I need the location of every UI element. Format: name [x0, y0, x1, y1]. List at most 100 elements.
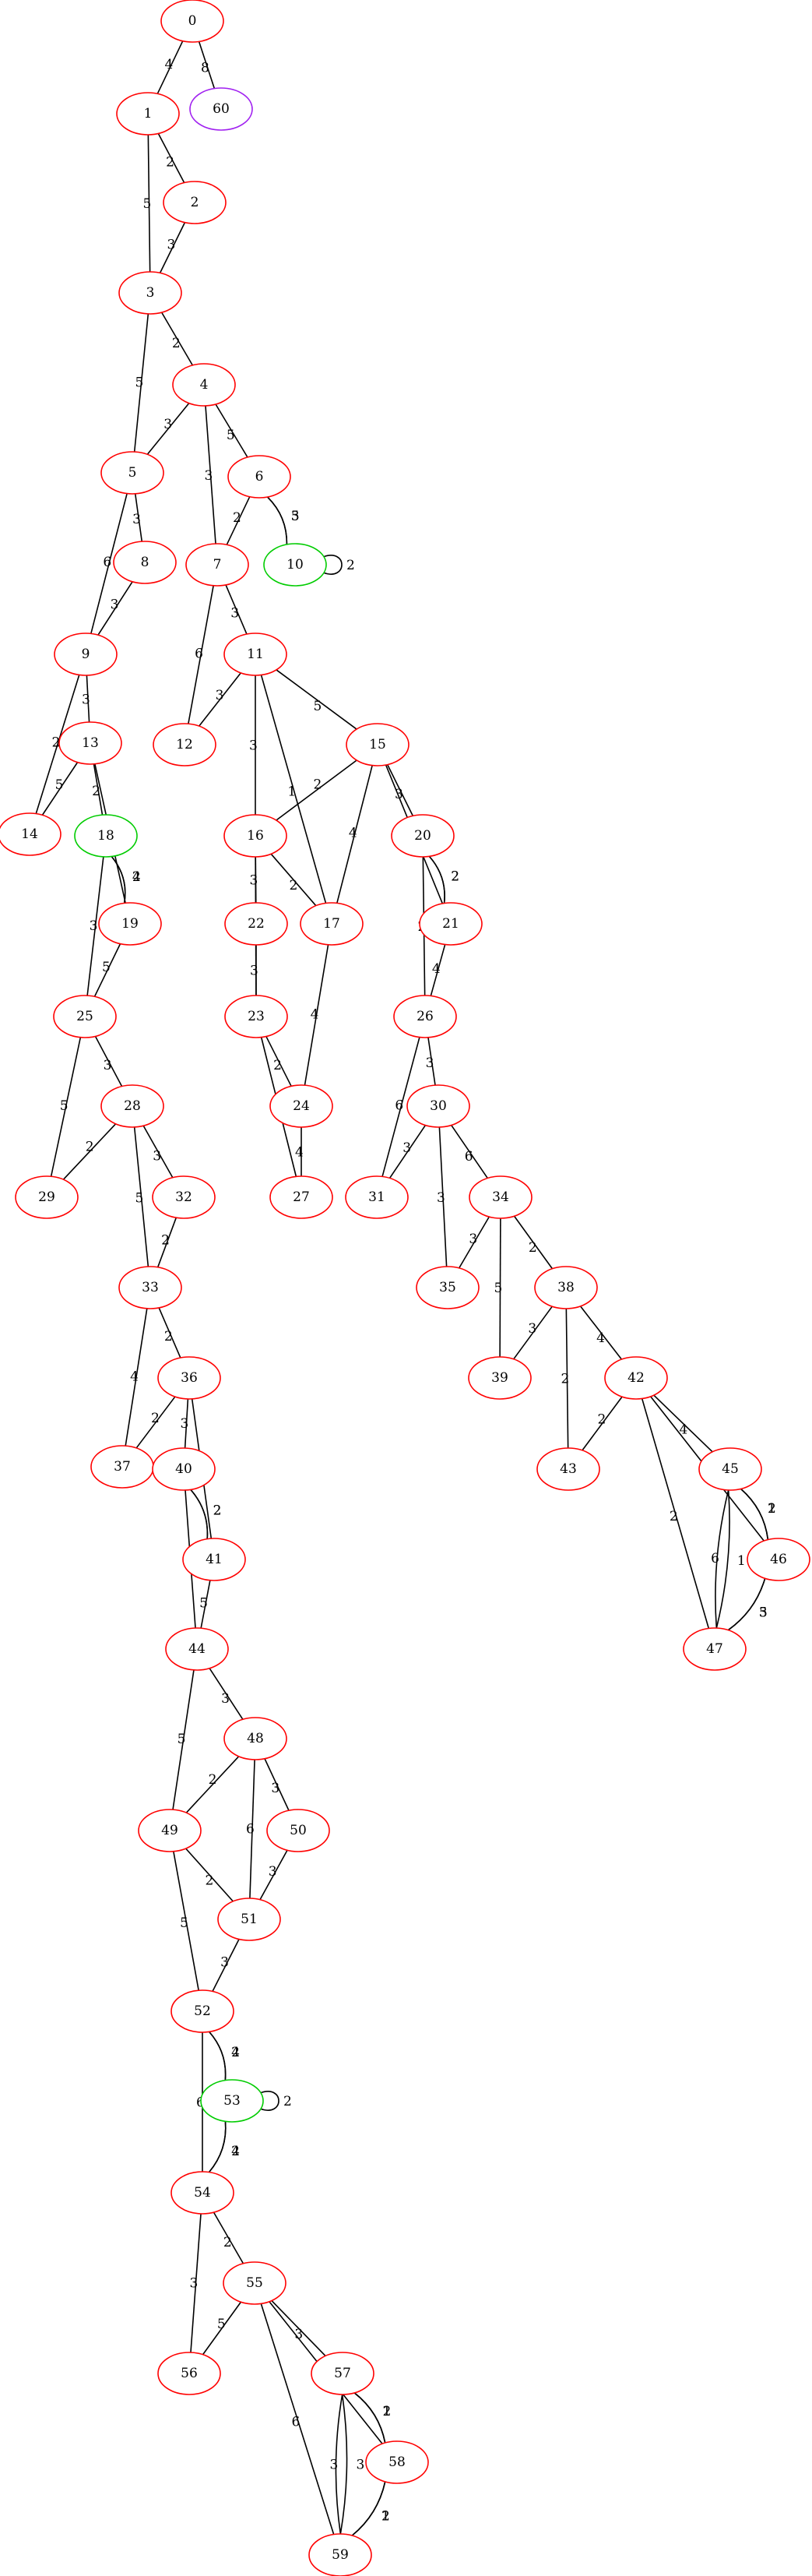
edge-weight-label: 2	[273, 1058, 282, 1073]
edge-weight-label: 3	[291, 509, 300, 524]
edge-line	[351, 2481, 386, 2536]
edge-38-43: 2	[561, 1308, 569, 1449]
node-ellipse	[391, 814, 455, 858]
edge-48-50: 3	[264, 1758, 290, 1811]
edge-weight-label: 2	[768, 1501, 776, 1517]
edge-line	[198, 41, 216, 89]
node-ellipse	[747, 1538, 810, 1581]
edge-33-36: 2	[158, 1307, 181, 1358]
edge-59-58: 1	[351, 2481, 390, 2536]
node-6: 6	[227, 455, 291, 499]
node-label: 7	[213, 557, 222, 573]
edge-0-60: 8	[198, 41, 216, 89]
edge-line	[336, 765, 373, 904]
edge-weight-label: 3	[111, 597, 119, 613]
node-24: 24	[269, 1084, 333, 1128]
node-label: 42	[627, 1370, 645, 1386]
node-ellipse	[534, 1266, 598, 1309]
edge-25-29: 5	[50, 1037, 82, 1177]
edge-line	[276, 669, 357, 730]
edge-line	[579, 1306, 623, 1360]
edge-26-31: 6	[381, 1037, 420, 1177]
node-ellipse	[189, 87, 253, 131]
edge-weight-label: 2	[172, 336, 181, 351]
edge-line	[339, 2394, 348, 2535]
edge-32-33: 2	[156, 1217, 178, 1268]
node-label: 34	[492, 1189, 509, 1205]
edge-line	[641, 1398, 710, 1629]
edge-10-6: 3	[267, 496, 300, 544]
edge-weight-label: 3	[402, 1140, 411, 1156]
edge-4-6: 5	[215, 403, 248, 458]
edge-line	[264, 1758, 290, 1811]
edge-line	[86, 856, 104, 996]
edge-weight-label: 4	[295, 1145, 304, 1161]
edge-weight-label: 2	[92, 784, 100, 799]
edge-line	[200, 1580, 211, 1629]
edge-0-1: 4	[156, 41, 184, 94]
node-label: 32	[175, 1189, 192, 1205]
edge-weight-label: 5	[217, 2317, 226, 2332]
edge-weight-label: 2	[283, 2094, 292, 2109]
node-57: 57	[311, 2352, 374, 2395]
edge-34-39: 5	[494, 1218, 502, 1358]
node-ellipse	[345, 1175, 409, 1219]
node-label: 15	[369, 737, 386, 752]
edge-line	[188, 585, 214, 724]
node-ellipse	[100, 451, 164, 495]
node-40: 40	[152, 1447, 216, 1491]
edge-weight-label: 5	[178, 1732, 186, 1747]
node-label: 8	[141, 555, 149, 570]
node-label: 21	[442, 916, 459, 932]
node-label: 45	[722, 1461, 739, 1477]
node-3: 3	[118, 271, 182, 315]
edge-line	[582, 1396, 623, 1451]
edge-weight-label: 3	[356, 2458, 364, 2473]
edge-57-59: 3	[330, 2394, 343, 2535]
edge-line	[304, 944, 329, 1086]
node-38: 38	[534, 1266, 598, 1309]
node-label: 35	[439, 1280, 456, 1295]
edge-line	[430, 944, 446, 996]
node-27: 27	[269, 1175, 333, 1219]
node-label: 5	[128, 465, 137, 481]
node-53: 53	[200, 2079, 264, 2123]
node-10: 10	[263, 543, 327, 587]
edge-weight-label: 3	[249, 738, 258, 754]
edge-7-11: 3	[225, 584, 248, 635]
node-label: 59	[332, 2547, 349, 2563]
edge-line	[259, 2091, 279, 2111]
node-label: 31	[368, 1189, 385, 1205]
edge-line	[270, 853, 317, 907]
edge-line	[160, 312, 194, 366]
node-ellipse	[468, 1356, 532, 1400]
edge-weight-label: 3	[221, 1691, 230, 1707]
node-14: 14	[0, 812, 62, 856]
edge-weight-label: 3	[220, 1954, 229, 1970]
node-label: 43	[560, 1461, 577, 1477]
node-52: 52	[170, 1989, 234, 2033]
edge-weight-label: 1	[768, 1501, 776, 1517]
node-ellipse	[170, 2171, 234, 2215]
edge-weight-label: 2	[381, 2508, 390, 2524]
edge-weight-label: 3	[167, 238, 176, 253]
edge-weight-label: 5	[60, 1098, 69, 1114]
edge-weight-label: 2	[670, 1509, 678, 1524]
node-ellipse	[118, 271, 182, 315]
node-label: 10	[286, 557, 304, 573]
edge-weight-label: 4	[680, 1422, 688, 1438]
edge-6-7: 2	[226, 496, 251, 545]
edge-16-17: 2	[270, 853, 317, 907]
edge-41-44: 5	[199, 1580, 211, 1629]
node-20: 20	[391, 814, 455, 858]
edge-weight-label: 3	[230, 605, 239, 621]
edge-weight-label: 3	[395, 787, 403, 802]
node-ellipse	[58, 721, 122, 765]
node-label: 19	[121, 916, 139, 932]
edge-weight-label: 4	[231, 2144, 240, 2159]
edge-line	[209, 1668, 244, 1720]
edge-weight-label: 2	[166, 155, 174, 171]
edge-15-20: 3	[386, 764, 414, 816]
edge-line	[715, 1489, 729, 1629]
